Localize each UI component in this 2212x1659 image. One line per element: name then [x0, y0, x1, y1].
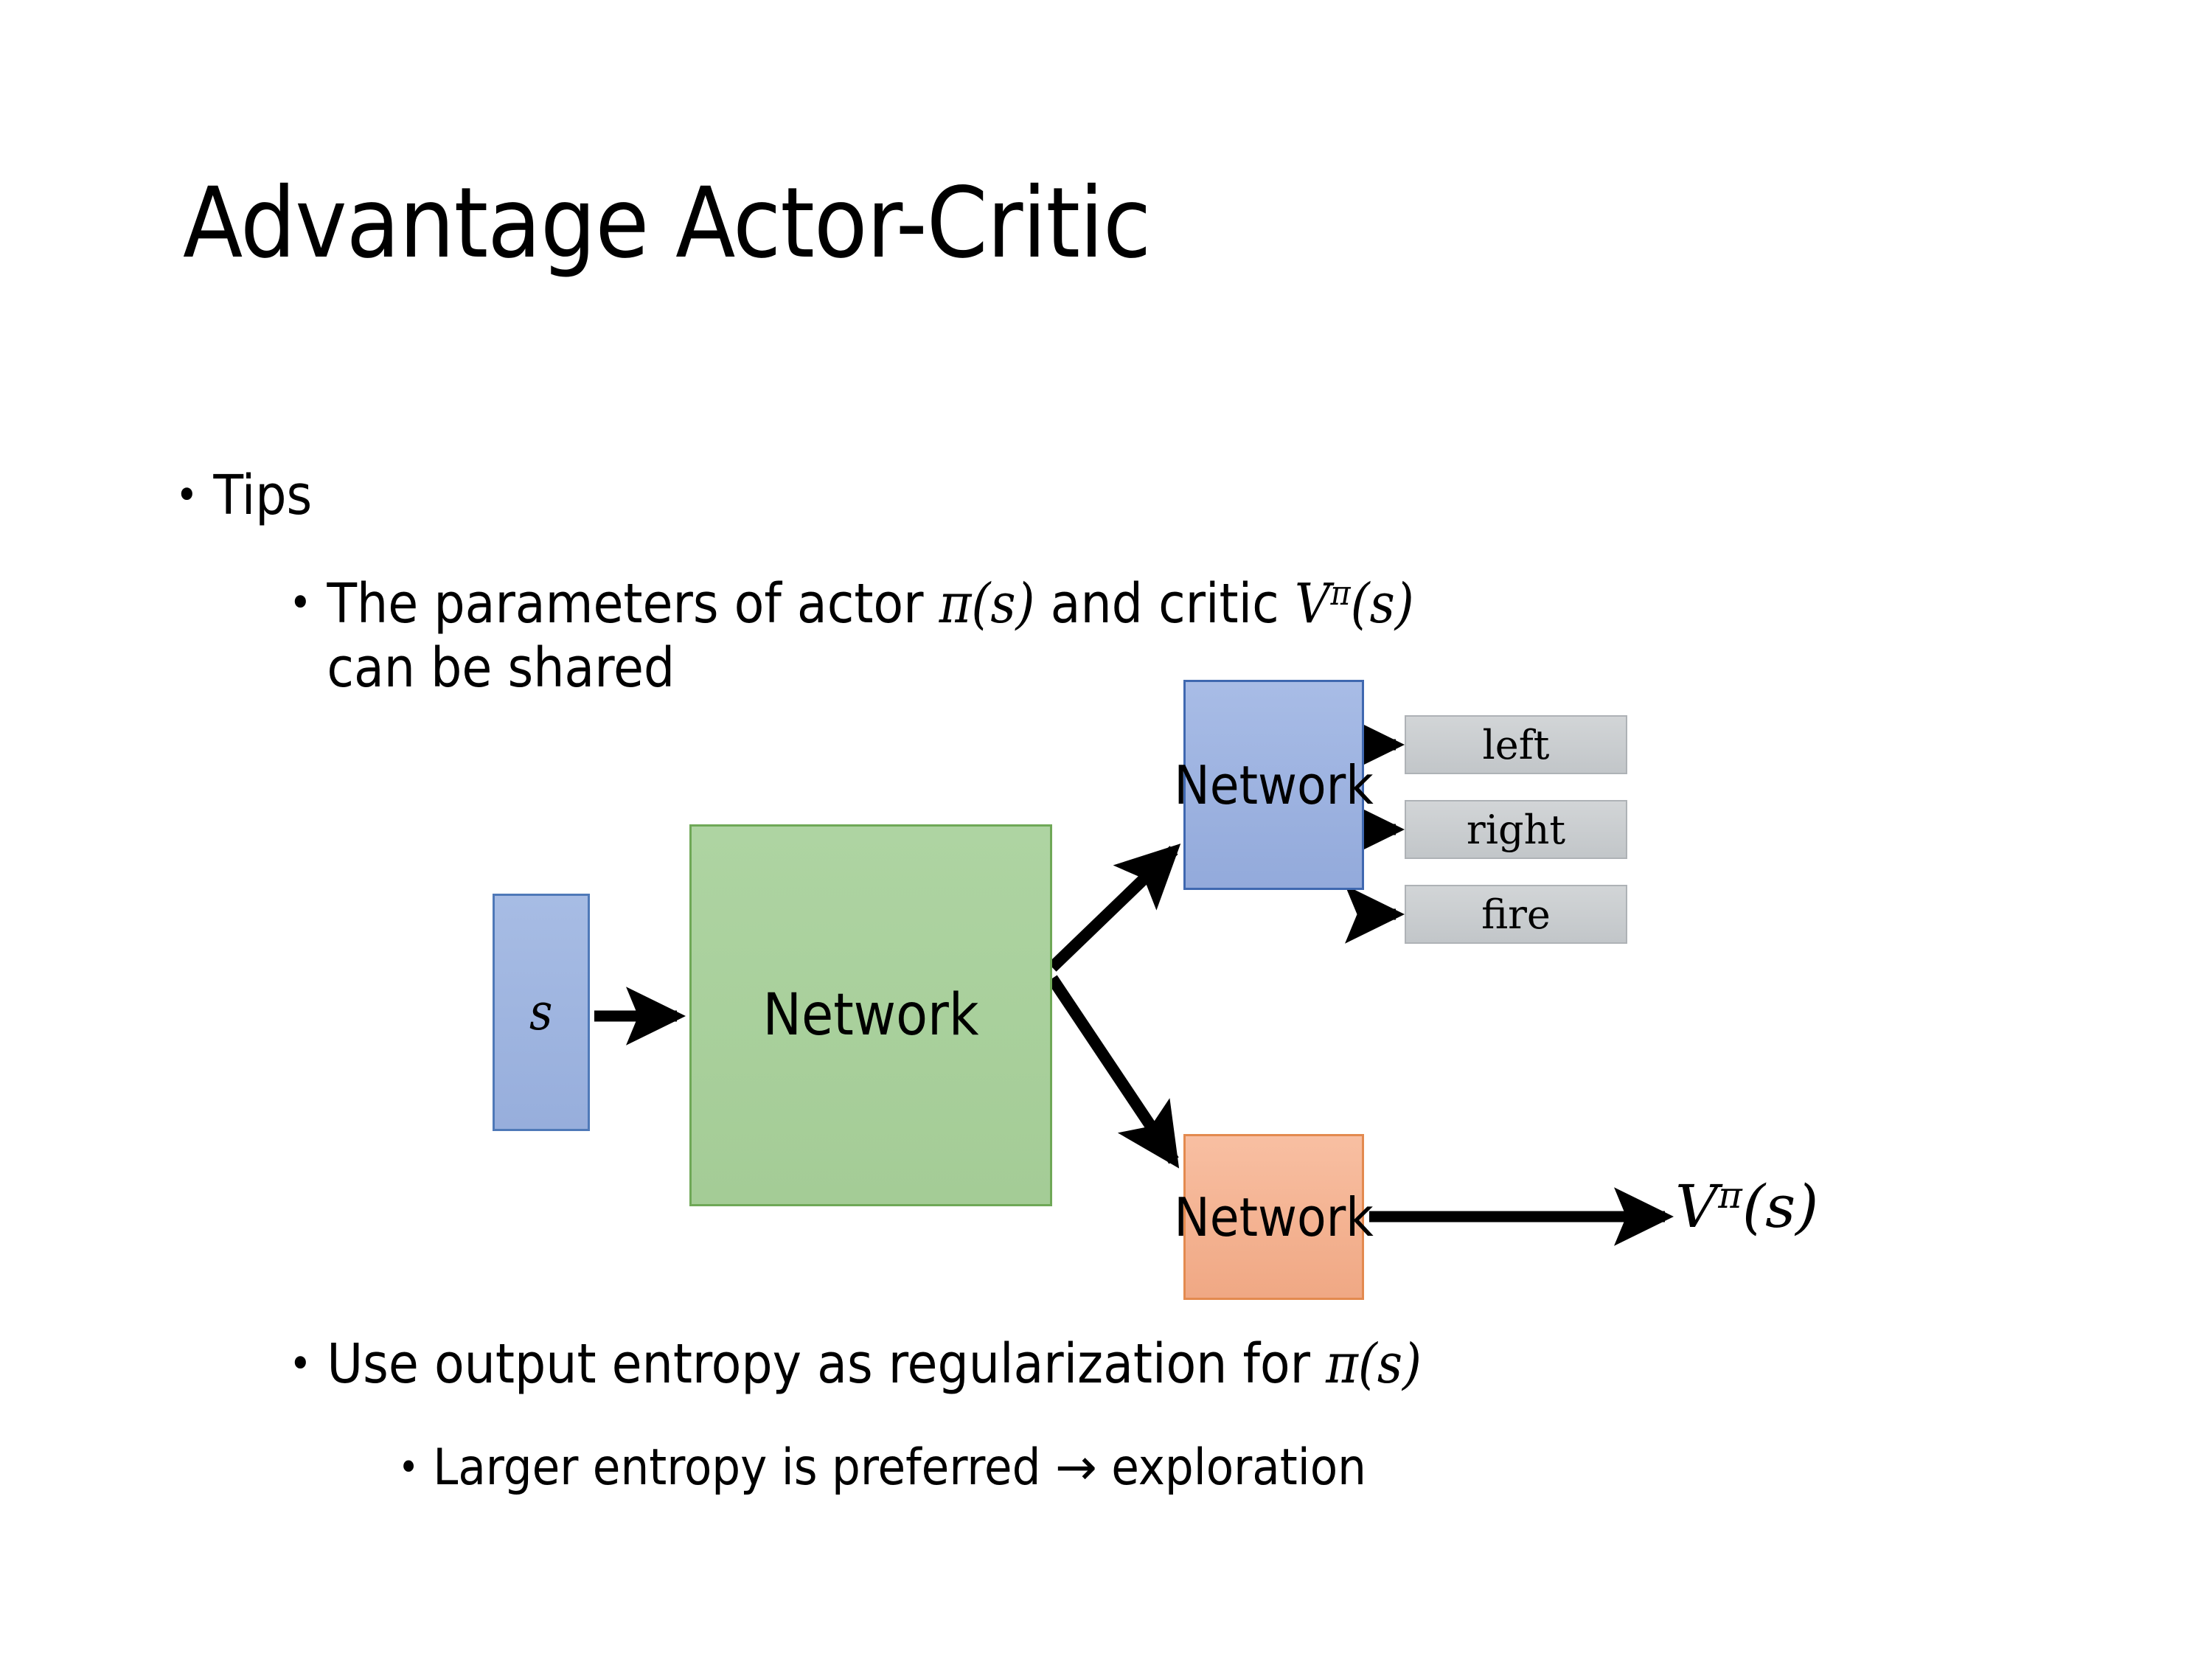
output-action-left-label: left: [1482, 721, 1550, 768]
node-state-label: s: [529, 983, 553, 1042]
bullet-text-segment: The parameters of actor: [327, 572, 939, 636]
page-title: Advantage Actor-Critic: [183, 167, 1151, 280]
output-action-fire: fire: [1405, 885, 1627, 944]
output-action-fire-label: fire: [1481, 891, 1551, 938]
node-shared-network: Network: [689, 824, 1052, 1206]
output-value-function: Vπ(s): [1675, 1172, 1818, 1241]
math-v-argument: (s): [1742, 1172, 1819, 1241]
output-action-right-label: right: [1466, 806, 1566, 853]
math-v-argument: (s): [1350, 572, 1414, 636]
output-action-right: right: [1405, 800, 1627, 859]
bullet-tips: • Tips: [175, 464, 313, 528]
math-v-base: V: [1294, 572, 1331, 636]
bullet-marker-icon: •: [289, 577, 312, 627]
output-action-left: left: [1405, 715, 1627, 774]
right-arrow-icon: →: [1054, 1439, 1097, 1497]
math-pi-of-s: π(s): [1326, 1332, 1422, 1396]
math-v-superscript: π: [1718, 1174, 1742, 1217]
bullet-larger-entropy-label: Larger entropy is preferred → exploratio…: [433, 1439, 1366, 1498]
bullet-text-segment: Larger entropy is preferred: [433, 1439, 1055, 1497]
bullet-text-segment: exploration: [1096, 1439, 1366, 1497]
node-state-s: s: [493, 894, 590, 1131]
bullet-text-segment: Use output entropy as regularization for: [327, 1332, 1326, 1396]
bullet-shared-parameters: • The parameters of actor π(s) and criti…: [289, 572, 1985, 701]
bullet-text-segment: and critic: [1034, 572, 1295, 636]
bullet-text-segment: can be shared: [327, 636, 675, 700]
bullet-output-entropy: • Use output entropy as regularization f…: [289, 1332, 1422, 1397]
bullet-tips-label: Tips: [213, 464, 313, 527]
node-critic-network: Network: [1174, 1134, 1374, 1300]
math-pi-of-s: π(s): [939, 572, 1035, 636]
node-actor-network: Network: [1174, 680, 1374, 890]
node-actor-network-label: Network: [1174, 754, 1374, 816]
math-v-superscript: π: [1330, 573, 1351, 613]
bullet-marker-icon: •: [289, 1338, 312, 1388]
bullet-marker-icon: •: [175, 469, 198, 520]
bullet-marker-icon: •: [398, 1444, 420, 1490]
edge-shared-to-critic: [1047, 975, 1180, 1169]
bullet-larger-entropy: • Larger entropy is preferred → explorat…: [398, 1439, 1366, 1498]
bullet-shared-parameters-label: The parameters of actor π(s) and critic …: [327, 572, 1413, 701]
node-critic-network-label: Network: [1174, 1186, 1374, 1248]
math-v-base: V: [1675, 1172, 1719, 1241]
edge-shared-to-actor: [1048, 844, 1181, 972]
bullet-output-entropy-label: Use output entropy as regularization for…: [327, 1332, 1422, 1397]
node-shared-network-label: Network: [762, 982, 979, 1048]
